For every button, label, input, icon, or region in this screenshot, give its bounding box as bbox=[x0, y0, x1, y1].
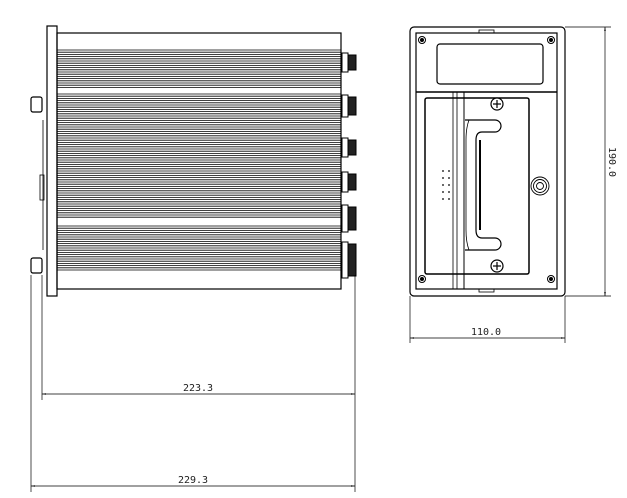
connector-base bbox=[341, 241, 349, 279]
connector-base bbox=[341, 204, 349, 233]
led-dot bbox=[448, 177, 450, 179]
left-knob-top bbox=[30, 96, 43, 113]
connector-base bbox=[341, 94, 349, 118]
led-dot bbox=[442, 184, 444, 186]
corner-screw-icon bbox=[547, 36, 555, 44]
left-knob-bottom bbox=[30, 257, 43, 274]
dimension-label-height: 190.0 bbox=[606, 147, 617, 177]
connector-base bbox=[341, 171, 349, 193]
corner-screw-center bbox=[420, 38, 424, 42]
side-dimensions bbox=[30, 275, 356, 492]
led-dot bbox=[448, 191, 450, 193]
connector-base bbox=[341, 137, 349, 158]
lock-icon[interactable] bbox=[530, 176, 550, 196]
corner-screw-icon bbox=[418, 275, 426, 283]
led-dot bbox=[442, 198, 444, 200]
corner-screw-center bbox=[549, 277, 553, 281]
connector-base bbox=[341, 52, 349, 73]
corner-screw-icon bbox=[418, 36, 426, 44]
connector-plug bbox=[347, 173, 357, 191]
handle[interactable] bbox=[465, 119, 502, 251]
drive-door bbox=[424, 97, 530, 275]
led-dot bbox=[448, 198, 450, 200]
dimension-label-overall-length: 229.3 bbox=[178, 475, 208, 486]
cooling-fins bbox=[57, 49, 341, 271]
front-view bbox=[409, 26, 566, 297]
corner-screw-center bbox=[549, 38, 553, 42]
connector-plug bbox=[347, 54, 357, 71]
dimension-label-width: 110.0 bbox=[471, 327, 501, 338]
enclosure-body bbox=[56, 32, 342, 290]
connector-plug bbox=[347, 96, 357, 116]
led-dot bbox=[442, 177, 444, 179]
led-dot bbox=[448, 184, 450, 186]
led-dot bbox=[442, 191, 444, 193]
connectors bbox=[341, 52, 357, 279]
side-view bbox=[30, 25, 357, 297]
connector-plug bbox=[347, 243, 357, 277]
corner-screw-icon bbox=[547, 275, 555, 283]
screw-top-icon bbox=[490, 97, 504, 111]
mounting-flange bbox=[46, 25, 58, 297]
display-window bbox=[436, 43, 544, 85]
corner-screw-center bbox=[420, 277, 424, 281]
corner-screws bbox=[418, 36, 555, 283]
led-indicators bbox=[442, 170, 450, 200]
led-dot bbox=[448, 170, 450, 172]
dimension-label-inner-length: 223.3 bbox=[183, 383, 213, 394]
led-dot bbox=[442, 170, 444, 172]
front-dimensions bbox=[409, 26, 611, 343]
connector-plug bbox=[347, 206, 357, 231]
front-outer-frame bbox=[409, 26, 566, 297]
screw-bottom-icon bbox=[490, 259, 504, 273]
connector-plug bbox=[347, 139, 357, 156]
